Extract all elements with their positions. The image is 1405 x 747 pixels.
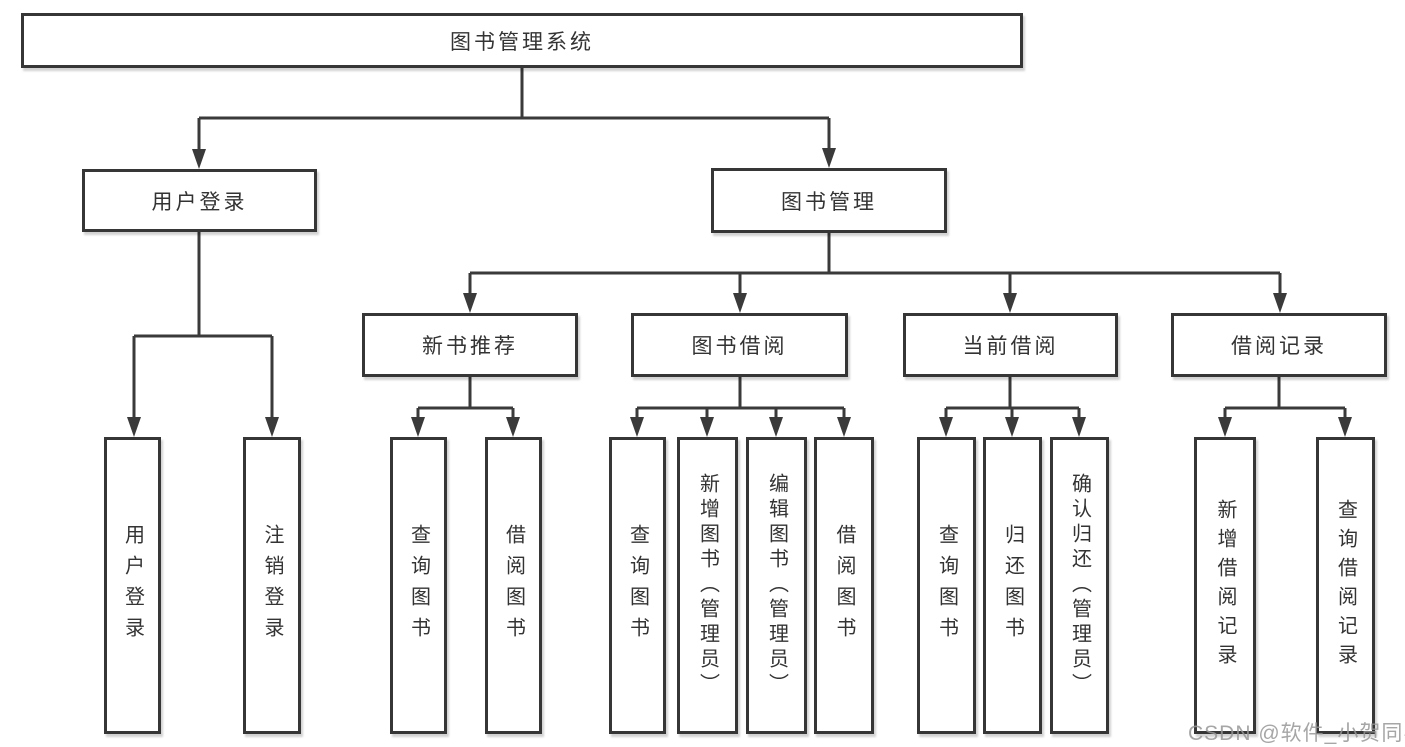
leaf-confirm-return-admin: 确认归还（管理员） bbox=[1050, 437, 1109, 734]
leaf-query-book-current: 查询图书 bbox=[917, 437, 976, 734]
leaf-label: 确认归还（管理员） bbox=[1068, 473, 1091, 698]
leaf-query-borrow-record: 查询借阅记录 bbox=[1316, 437, 1375, 734]
leaf-return-book: 归还图书 bbox=[983, 437, 1042, 734]
leaf-add-borrow-record: 新增借阅记录 bbox=[1194, 437, 1256, 734]
arrowheads bbox=[127, 148, 1352, 437]
arrow-icon bbox=[127, 417, 141, 437]
arrow-icon bbox=[769, 417, 783, 437]
leaf-query-book-recommend: 查询图书 bbox=[390, 437, 447, 734]
leaf-label: 用户登录 bbox=[121, 523, 144, 648]
leaf-label: 查询图书 bbox=[407, 523, 430, 648]
node-label: 图书借阅 bbox=[691, 335, 788, 358]
leaf-add-book-admin: 新增图书（管理员） bbox=[677, 437, 738, 734]
arrow-icon bbox=[700, 417, 714, 437]
arrow-icon bbox=[733, 293, 747, 313]
arrow-icon bbox=[506, 417, 520, 437]
node-user-login-group: 用户登录 bbox=[82, 169, 317, 232]
node-book-borrowing: 图书借阅 bbox=[631, 313, 848, 377]
leaf-label: 注销登录 bbox=[261, 523, 283, 648]
arrow-icon bbox=[265, 417, 279, 437]
leaf-borrow-book-recommend: 借阅图书 bbox=[485, 437, 542, 734]
arrow-icon bbox=[463, 293, 477, 313]
node-new-book-recommend: 新书推荐 bbox=[362, 313, 578, 377]
leaf-label: 借阅图书 bbox=[502, 523, 525, 648]
arrow-icon bbox=[1273, 293, 1287, 313]
node-book-management: 图书管理 bbox=[711, 168, 947, 233]
arrow-icon bbox=[939, 417, 953, 437]
node-label: 图书管理系统 bbox=[450, 30, 594, 54]
leaf-label: 查询图书 bbox=[935, 523, 958, 648]
leaf-label: 归还图书 bbox=[1001, 523, 1024, 648]
arrow-icon bbox=[1005, 417, 1019, 437]
csdn-watermark: CSDN @软件_小贺同学 bbox=[1188, 722, 1405, 745]
tree-edges bbox=[132, 68, 1347, 422]
node-label: 图书管理 bbox=[781, 190, 877, 214]
leaf-user-login: 用户登录 bbox=[104, 437, 161, 734]
node-borrowing-records: 借阅记录 bbox=[1171, 313, 1387, 377]
node-library-system-root: 图书管理系统 bbox=[21, 13, 1023, 68]
node-label: 当前借阅 bbox=[962, 335, 1059, 358]
arrow-icon bbox=[192, 149, 206, 169]
leaf-label: 查询借阅记录 bbox=[1334, 498, 1357, 673]
leaf-label: 新增借阅记录 bbox=[1214, 498, 1236, 673]
leaf-edit-book-admin: 编辑图书（管理员） bbox=[746, 437, 807, 734]
arrow-icon bbox=[411, 417, 425, 437]
arrow-icon bbox=[1003, 293, 1017, 313]
node-current-borrowing: 当前借阅 bbox=[903, 313, 1118, 377]
leaf-label: 查询图书 bbox=[626, 523, 649, 648]
leaf-query-book-borrowing: 查询图书 bbox=[609, 437, 666, 734]
node-label: 新书推荐 bbox=[422, 335, 518, 358]
leaf-label: 新增图书（管理员） bbox=[696, 473, 719, 698]
arrow-icon bbox=[822, 148, 836, 168]
arrow-icon bbox=[837, 417, 851, 437]
arrow-icon bbox=[1338, 417, 1352, 437]
arrow-icon bbox=[630, 417, 644, 437]
arrow-icon bbox=[1072, 417, 1086, 437]
arrow-icon bbox=[1218, 417, 1232, 437]
leaf-label: 借阅图书 bbox=[833, 523, 855, 648]
leaf-borrow-book: 借阅图书 bbox=[814, 437, 874, 734]
node-label: 借阅记录 bbox=[1231, 335, 1327, 358]
leaf-logout: 注销登录 bbox=[243, 437, 301, 734]
node-label: 用户登录 bbox=[151, 190, 248, 214]
leaf-label: 编辑图书（管理员） bbox=[765, 473, 788, 698]
